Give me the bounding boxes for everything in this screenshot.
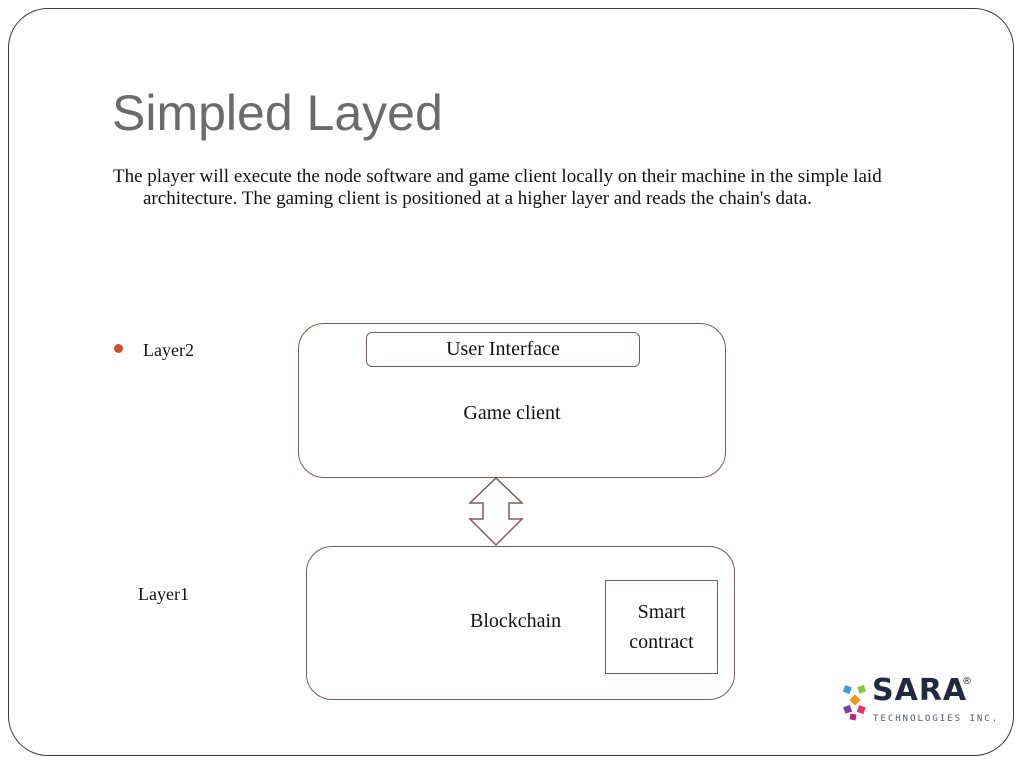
smart-contract-label-line2: contract	[629, 631, 694, 653]
sara-logo-registered: ®	[962, 676, 972, 687]
slide-title: Simpled Layed	[112, 85, 443, 141]
sara-logo-mark-icon	[842, 684, 867, 721]
bidirectional-arrow-icon	[468, 477, 524, 547]
blockchain-label: Blockchain	[470, 610, 562, 632]
bullet-dot-icon	[114, 344, 123, 353]
sara-logo-wordmark: SARA	[872, 673, 968, 708]
layer2-label: Layer2	[143, 340, 194, 360]
user-interface-box: User Interface	[366, 332, 640, 367]
sara-logo-tagline: TECHNOLOGIES INC.	[873, 714, 1000, 724]
layer1-label: Layer1	[138, 584, 189, 604]
smart-contract-label-line1: Smart	[637, 601, 686, 623]
smart-contract-box: Smart contract	[605, 580, 718, 674]
game-client-label: Game client	[463, 402, 561, 424]
slide-body-text: The player will execute the node softwar…	[113, 166, 882, 209]
sara-logo: SARA ® TECHNOLOGIES INC.	[842, 673, 997, 728]
